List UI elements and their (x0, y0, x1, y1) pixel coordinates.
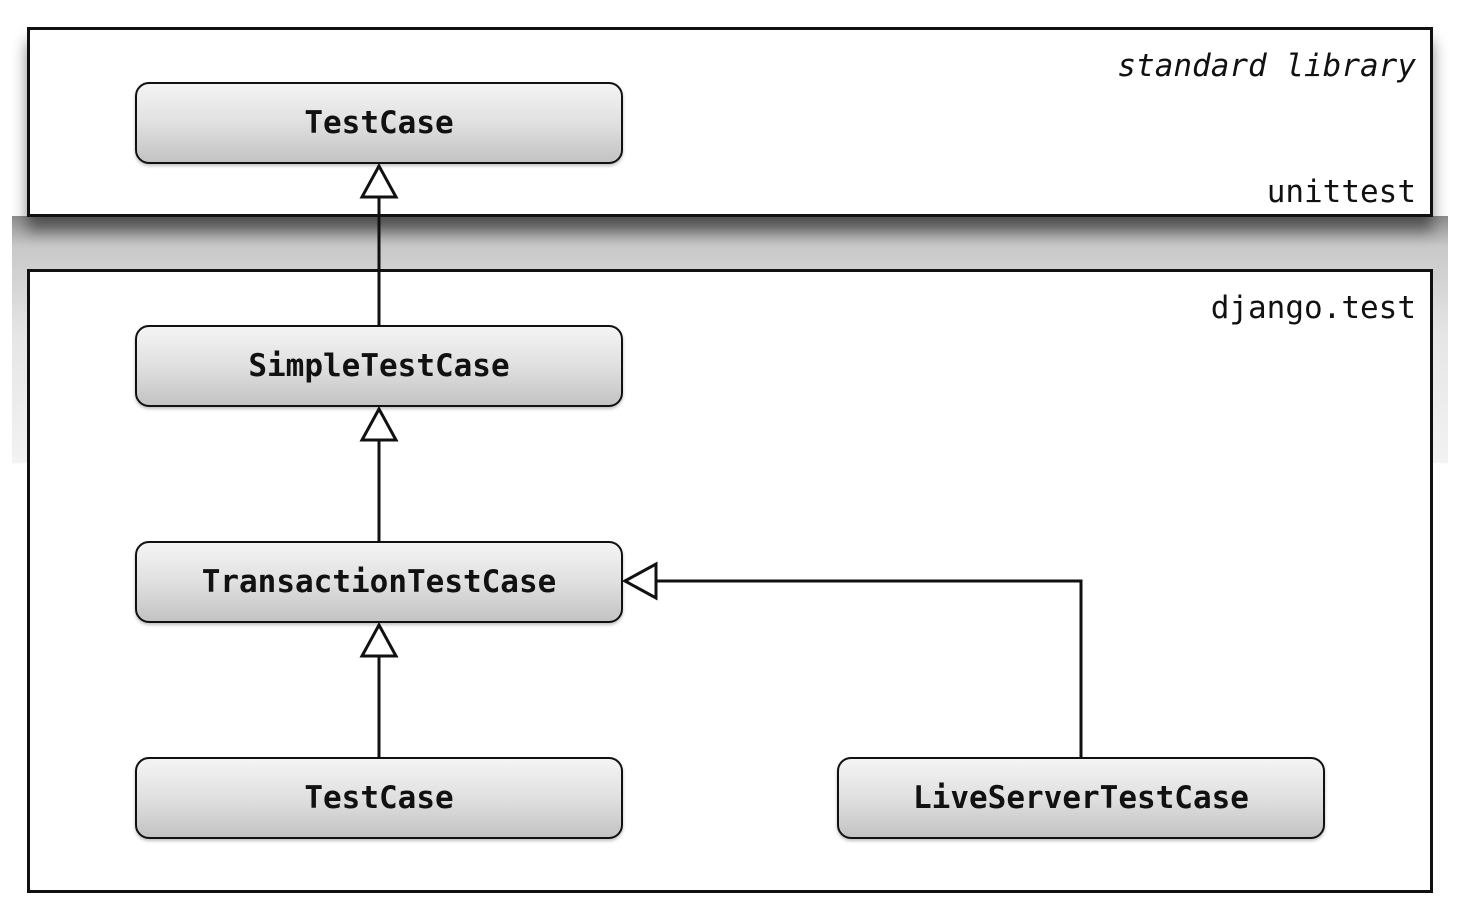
standard-library-package: standard library unittest (27, 27, 1433, 217)
django-test-package-name: django.test (1210, 290, 1416, 326)
django-testcase-class: TestCase (135, 757, 623, 839)
unittest-testcase-class: TestCase (135, 82, 623, 164)
unittest-package-name: unittest (1266, 174, 1416, 210)
transactiontestcase-class: TransactionTestCase (135, 541, 623, 623)
standard-library-caption: standard library (1117, 48, 1416, 84)
simpletestcase-class: SimpleTestCase (135, 325, 623, 407)
liveservertestcase-class: LiveServerTestCase (837, 757, 1325, 839)
